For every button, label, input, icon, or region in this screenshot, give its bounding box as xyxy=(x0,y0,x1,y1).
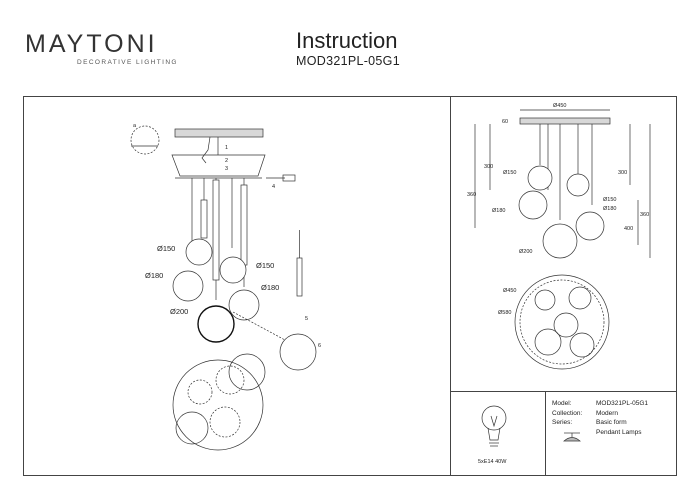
dim-label: Ø180 xyxy=(492,208,505,214)
series-value: Basic form xyxy=(596,419,627,426)
diameter-label: Ø180 xyxy=(261,283,279,292)
dim-label: 300 xyxy=(618,170,627,176)
lamp-spec: 5xE14 40W xyxy=(478,459,507,465)
dim-label: Ø150 xyxy=(503,170,516,176)
collection-label: Collection: xyxy=(552,409,583,417)
pendant-lamp-icon xyxy=(563,432,581,442)
info-divider-vertical xyxy=(545,391,546,476)
page-title: Instruction xyxy=(296,28,398,53)
model-value: MOD321PL-05G1 xyxy=(596,400,649,407)
diameter-label: Ø150 xyxy=(256,261,274,270)
canopy xyxy=(171,154,266,177)
brand-logo: MAYTONI DECORATIVE LIGHTING xyxy=(25,30,178,67)
frame-divider xyxy=(450,96,451,476)
dim-label: Ø200 xyxy=(519,249,532,255)
model-label: Model: xyxy=(552,400,572,407)
step-label: 4 xyxy=(272,184,275,190)
dim-label: 360 xyxy=(467,192,476,198)
dim-label: 300 xyxy=(484,164,493,170)
dim-label: Ø150 xyxy=(603,197,616,203)
bulb-icon xyxy=(481,405,507,447)
step-label: 5 xyxy=(305,316,308,322)
ceiling-plate xyxy=(174,128,264,138)
dim-label: Ø580 xyxy=(498,310,511,316)
dim-label: 360 xyxy=(640,212,649,218)
dim-label: 400 xyxy=(624,226,633,232)
diameter-label: Ø150 xyxy=(157,244,175,253)
diameter-label: Ø180 xyxy=(145,271,163,280)
series-label: Series: xyxy=(552,419,573,426)
dim-label: Ø180 xyxy=(603,206,616,212)
dim-label: Ø450 xyxy=(503,288,516,294)
step-label: 2 xyxy=(225,158,228,164)
diameter-label: Ø200 xyxy=(170,307,188,316)
mount-detail-icon xyxy=(130,125,160,155)
step-label: 1 xyxy=(225,145,228,151)
step-label: 3 xyxy=(225,166,228,172)
dim-label: Ø450 xyxy=(553,103,566,109)
product-info: Model: MOD321PL-05G1 Collection: Modern Se… xyxy=(552,399,648,437)
screw-icon xyxy=(282,174,296,182)
dim-label: 60 xyxy=(502,119,508,125)
brand-name: MAYTONI xyxy=(25,30,158,58)
step-label: a xyxy=(133,123,137,129)
instruction-frame xyxy=(23,96,677,476)
brand-tagline: DECORATIVE LIGHTING xyxy=(77,59,178,66)
info-divider xyxy=(450,391,677,392)
step-label: 6 xyxy=(318,343,321,349)
collection-value: Modern xyxy=(596,409,619,417)
type-value: Pendant Lamps xyxy=(596,428,642,436)
model-code: MOD321PL-05G1 xyxy=(296,54,400,68)
